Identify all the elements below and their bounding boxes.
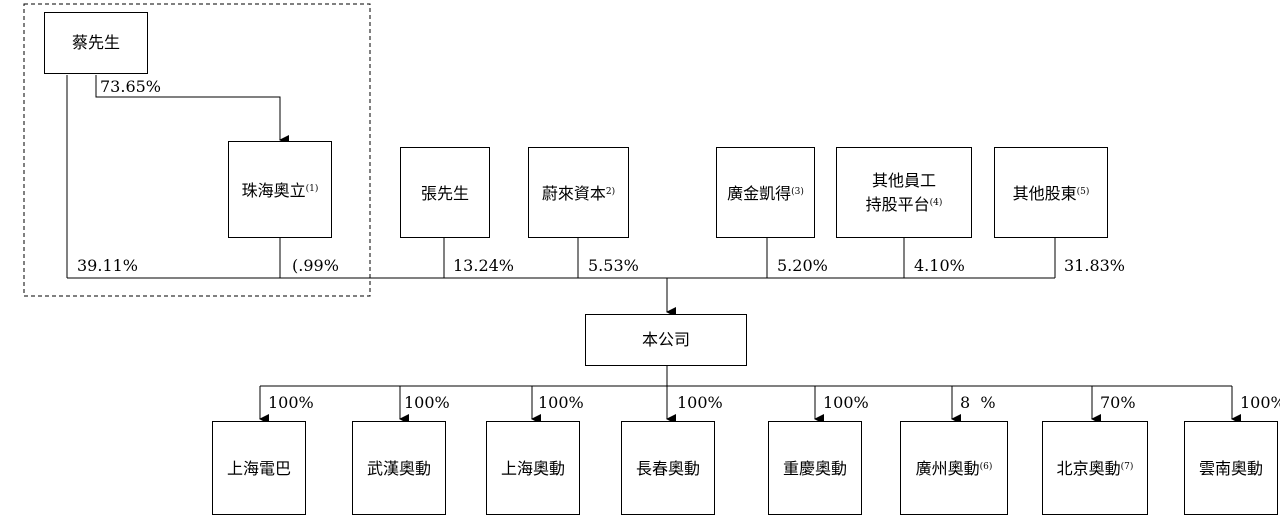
- subsidiary-box: 廣州奧動(6): [900, 421, 1008, 515]
- founder-label: 蔡先生: [71, 33, 120, 52]
- shareholder-note: 2): [605, 186, 616, 197]
- shareholder-box-platform: 珠海奧立(1): [228, 141, 332, 238]
- shareholder-label-line2: 持股平台: [865, 194, 930, 214]
- shareholder-label: 張先生: [420, 183, 469, 203]
- shareholder-label: 蔚來資本: [541, 183, 606, 203]
- holding-pct-employees: 4.10%: [914, 256, 965, 275]
- subsidiary-label: 武漢奧動: [366, 459, 431, 478]
- subsidiary-pct: 100%: [268, 393, 314, 412]
- subsidiary-label: 雲南奧動: [1198, 459, 1263, 478]
- subsidiary-box: 北京奧動(7): [1042, 421, 1148, 515]
- company-label: 本公司: [641, 330, 690, 349]
- subsidiary-pct: 100%: [1240, 393, 1280, 412]
- subsidiary-pct: 70%: [1100, 393, 1136, 412]
- platform-note: (1): [305, 183, 319, 194]
- founder-to-platform-pct: 73.65%: [100, 77, 162, 96]
- shareholder-box-founder: 蔡先生: [44, 12, 148, 74]
- holding-pct-platform: (.99%: [292, 256, 339, 275]
- shareholder-label: 廣金凱得: [727, 183, 792, 203]
- subsidiary-box: 雲南奧動: [1184, 421, 1278, 515]
- subsidiary-label: 上海奧動: [500, 459, 565, 478]
- subsidiary-pct: 100%: [538, 393, 584, 412]
- shareholder-box-employees: 其他員工 持股平台(4): [836, 147, 972, 238]
- shareholder-box-others: 其他股東(5): [994, 147, 1108, 238]
- subsidiary-pct: 8 %: [960, 393, 996, 412]
- subsidiary-pct: 100%: [404, 393, 450, 412]
- shareholder-note: (3): [791, 186, 804, 197]
- shareholder-label: 其他股東: [1012, 183, 1077, 203]
- subsidiary-box: 長春奧動: [621, 421, 715, 515]
- subsidiary-label: 廣州奧動: [915, 459, 980, 478]
- holding-pct-weilai: 5.53%: [588, 256, 639, 275]
- shareholder-box-weilai: 蔚來資本2): [528, 147, 629, 238]
- subsidiary-box: 武漢奧動: [352, 421, 446, 515]
- subsidiary-pct: 100%: [823, 393, 869, 412]
- shareholder-note: (5): [1076, 186, 1090, 197]
- shareholder-box-guangjin: 廣金凱得(3): [716, 147, 815, 238]
- subsidiary-label: 長春奧動: [635, 459, 700, 478]
- subsidiary-pct: 100%: [677, 393, 723, 412]
- holding-pct-zhang: 13.24%: [453, 256, 515, 275]
- subsidiary-note: (7): [1120, 462, 1134, 472]
- company-box: 本公司: [585, 314, 747, 366]
- subsidiary-label: 北京奧動: [1056, 459, 1121, 478]
- shareholder-box-zhang: 張先生: [400, 147, 490, 238]
- holding-pct-guangjin: 5.20%: [777, 256, 828, 275]
- subsidiary-box: 上海電巴: [212, 421, 306, 515]
- shareholder-note: (4): [929, 197, 943, 208]
- holding-pct-founder: 39.11%: [77, 256, 139, 275]
- control-group-boundary: [23, 3, 371, 297]
- holding-pct-others: 31.83%: [1064, 256, 1126, 275]
- shareholder-label-line1: 其他員工: [871, 170, 936, 190]
- subsidiary-label: 重慶奧動: [782, 459, 847, 478]
- platform-label: 珠海奧立: [241, 180, 306, 200]
- subsidiary-box: 上海奧動: [486, 421, 580, 515]
- subsidiary-label: 上海電巴: [226, 459, 291, 478]
- subsidiary-note: (6): [979, 462, 993, 472]
- subsidiary-box: 重慶奧動: [768, 421, 862, 515]
- founder-to-platform-line: [95, 75, 289, 145]
